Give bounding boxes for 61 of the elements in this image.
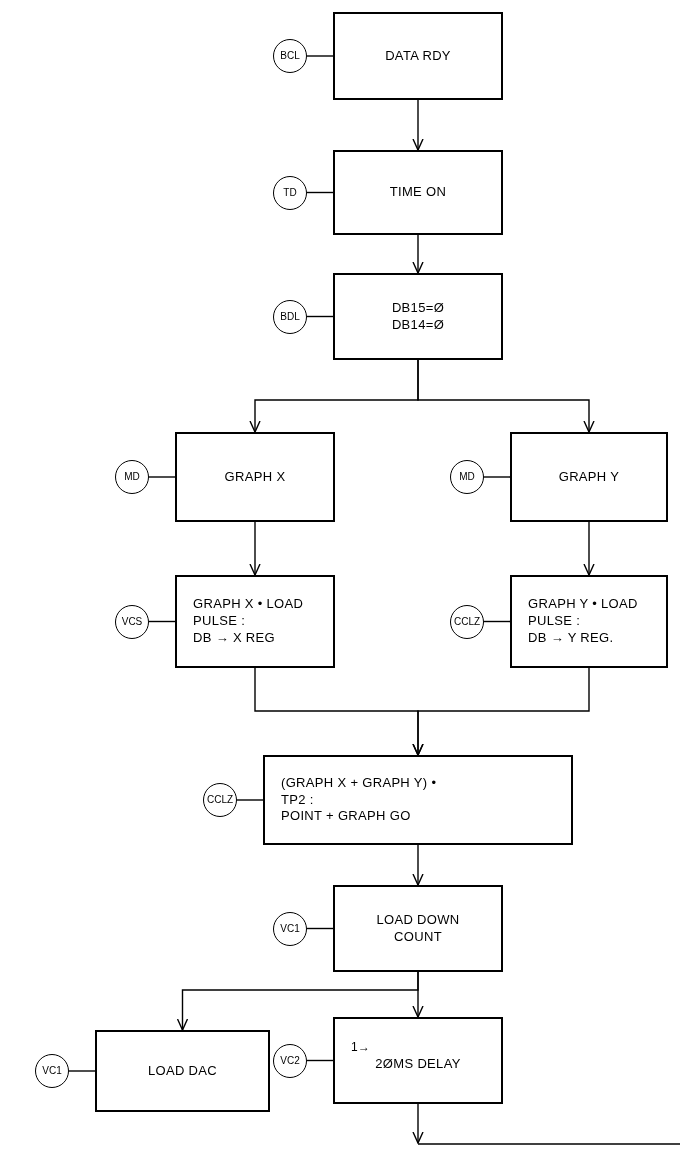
flow-arrow bbox=[412, 844, 424, 886]
circle-label: VC2 bbox=[280, 1055, 300, 1066]
box-text: 2ØMS DELAY bbox=[374, 1055, 462, 1073]
circle-label: BCL bbox=[280, 51, 300, 61]
box-text: DB15=Ø bbox=[390, 299, 446, 317]
connector-line bbox=[306, 191, 334, 194]
flow-arrow bbox=[412, 234, 424, 274]
circle-label: VC1 bbox=[280, 923, 300, 934]
flow-arrow bbox=[412, 971, 424, 1018]
process-box bbox=[510, 575, 668, 668]
box-text: DB14=Ø bbox=[390, 316, 446, 334]
box-text: (GRAPH X + GRAPH Y) • bbox=[281, 774, 438, 792]
box-text: 1→ bbox=[351, 1040, 371, 1056]
box-text: GRAPH Y bbox=[557, 468, 621, 486]
process-box bbox=[333, 885, 503, 972]
process-box bbox=[333, 1017, 503, 1104]
connector-line bbox=[306, 927, 334, 930]
circle-label: VC1 bbox=[42, 1066, 62, 1076]
connector-line bbox=[483, 476, 511, 478]
process-box bbox=[333, 273, 503, 360]
box-text: LOAD DOWN COUNT bbox=[375, 911, 461, 946]
connector-line bbox=[68, 1070, 96, 1072]
process-box bbox=[333, 12, 503, 100]
flow-arrow bbox=[412, 1103, 424, 1144]
flow-arrow bbox=[412, 99, 424, 151]
box-text: LOAD DAC bbox=[146, 1062, 219, 1080]
box-text: GRAPH Y • LOAD bbox=[528, 596, 639, 614]
flow-arrow bbox=[417, 359, 595, 433]
box-text: GRAPH X • LOAD bbox=[193, 596, 305, 614]
connector-line bbox=[148, 476, 176, 478]
process-box bbox=[510, 432, 668, 522]
flow-arrow bbox=[249, 521, 261, 576]
circle-label: CCLZ bbox=[206, 795, 234, 805]
connector-line bbox=[306, 315, 334, 318]
connector-line bbox=[148, 620, 176, 623]
process-box bbox=[333, 150, 503, 235]
box-text: POINT + GRAPH GO bbox=[281, 808, 412, 826]
box-text: TP2 : bbox=[281, 791, 315, 809]
box-text: TIME ON bbox=[388, 184, 448, 201]
box-text: GRAPH X bbox=[223, 468, 287, 486]
flow-arrow bbox=[583, 521, 595, 576]
connector-line bbox=[306, 55, 334, 57]
process-box bbox=[175, 575, 335, 668]
circle-label: MD bbox=[124, 472, 140, 482]
box-text: DATA RDY bbox=[384, 47, 452, 65]
circle-label: TD bbox=[283, 187, 297, 198]
connector-line bbox=[236, 799, 264, 801]
process-box bbox=[175, 432, 335, 522]
flow-arrow bbox=[412, 667, 590, 756]
circle-label: MD bbox=[459, 472, 475, 482]
circle-label: VCS bbox=[121, 616, 143, 627]
connector-line bbox=[483, 620, 511, 623]
box-text: PULSE : bbox=[528, 613, 582, 630]
circle-label: CCLZ bbox=[453, 616, 481, 627]
box-text: DB → Y REG. bbox=[528, 629, 615, 647]
box-text: DB → X REG bbox=[193, 629, 276, 647]
connector-line bbox=[306, 1059, 334, 1062]
process-box bbox=[263, 755, 573, 845]
process-box bbox=[95, 1030, 270, 1112]
circle-label: BDL bbox=[280, 311, 300, 322]
box-text: PULSE : bbox=[193, 613, 247, 630]
